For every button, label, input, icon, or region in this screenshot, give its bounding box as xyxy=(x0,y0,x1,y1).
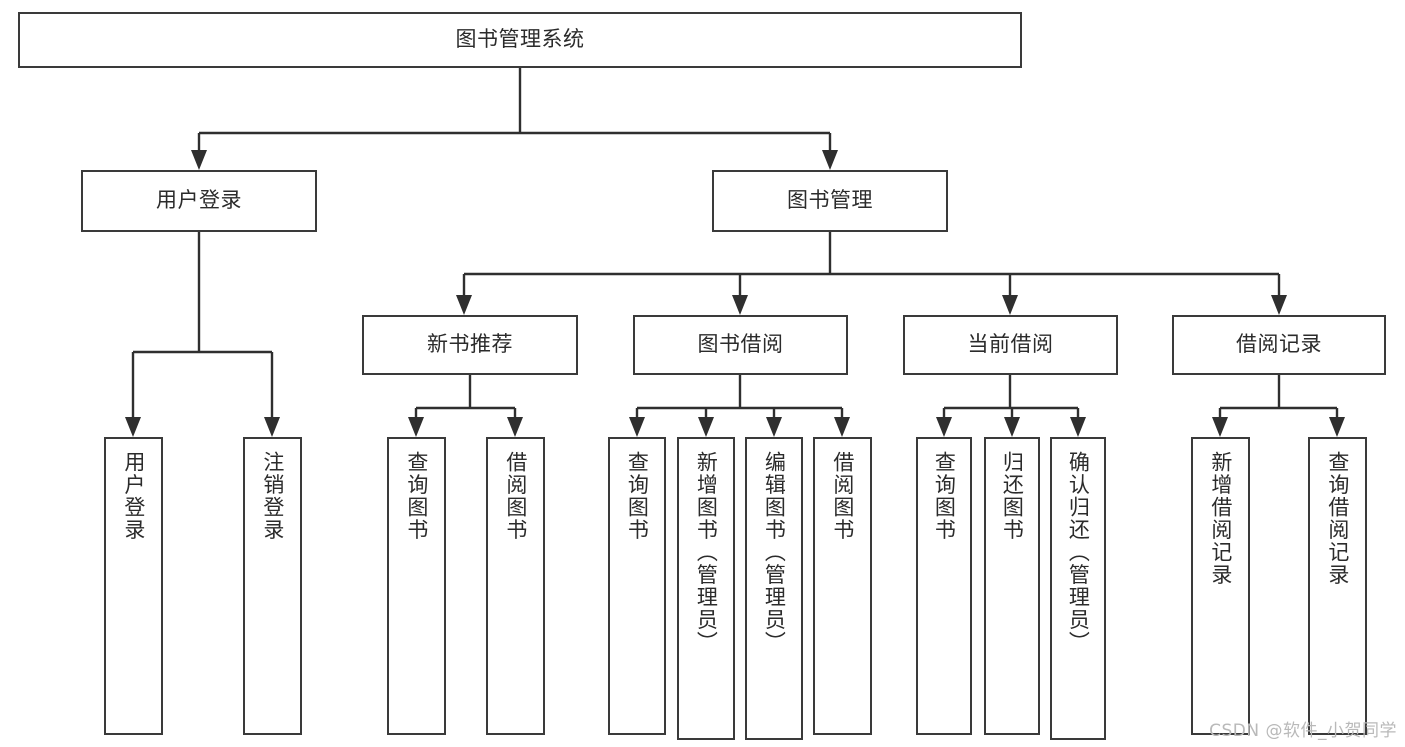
node-book-manage-label: 图书管理 xyxy=(787,188,873,213)
arrow-cb-leaf3 xyxy=(1070,417,1086,437)
arrow-br-leaf1 xyxy=(1212,417,1228,437)
node-leaf-rec-borrow-label: 借阅图书 xyxy=(503,451,528,541)
arrow-rec-leaf1 xyxy=(408,417,424,437)
node-leaf-rec-borrow[interactable]: 借阅图书 xyxy=(486,437,545,735)
node-leaf-user-login-label: 用户登录 xyxy=(121,451,146,541)
node-user-login[interactable]: 用户登录 xyxy=(81,170,317,232)
arrow-bb-leaf4 xyxy=(834,417,850,437)
arrow-bm-to-borrowrecord xyxy=(1271,295,1287,315)
arrow-bb-leaf2 xyxy=(698,417,714,437)
arrow-bb-leaf1 xyxy=(629,417,645,437)
node-current-borrow-label: 当前借阅 xyxy=(967,332,1054,357)
node-leaf-rec-query[interactable]: 查询图书 xyxy=(387,437,446,735)
node-leaf-bb-borrow[interactable]: 借阅图书 xyxy=(813,437,872,735)
node-leaf-bb-edit[interactable]: 编辑图书（管理员） xyxy=(745,437,803,740)
node-leaf-rec-query-label: 查询图书 xyxy=(404,451,429,541)
node-leaf-user-login[interactable]: 用户登录 xyxy=(104,437,163,735)
arrow-cb-leaf1 xyxy=(936,417,952,437)
node-current-borrow[interactable]: 当前借阅 xyxy=(903,315,1118,375)
arrow-root-to-bookmanage xyxy=(822,150,838,170)
node-leaf-bb-query-label: 查询图书 xyxy=(625,451,650,541)
node-leaf-bb-edit-label: 编辑图书（管理员） xyxy=(762,451,787,654)
node-book-manage[interactable]: 图书管理 xyxy=(712,170,948,232)
node-book-borrow[interactable]: 图书借阅 xyxy=(633,315,848,375)
csdn-watermark: CSDN @软件_小贺同学 xyxy=(1209,721,1397,741)
node-leaf-cb-return-label: 归还图书 xyxy=(1000,451,1025,541)
arrow-bm-to-newbookrec xyxy=(456,295,472,315)
arrow-br-leaf2 xyxy=(1329,417,1345,437)
arrow-root-to-userlogin xyxy=(191,150,207,170)
arrow-bm-to-currentborrow xyxy=(1002,295,1018,315)
arrow-bb-leaf3 xyxy=(766,417,782,437)
node-leaf-br-query[interactable]: 查询借阅记录 xyxy=(1308,437,1367,735)
node-leaf-logout[interactable]: 注销登录 xyxy=(243,437,302,735)
node-leaf-bb-borrow-label: 借阅图书 xyxy=(830,451,855,541)
node-borrow-record-label: 借阅记录 xyxy=(1236,332,1322,357)
arrow-bm-to-bookborrow xyxy=(732,295,748,315)
node-root-label: 图书管理系统 xyxy=(455,27,585,52)
node-leaf-cb-return[interactable]: 归还图书 xyxy=(984,437,1040,735)
node-leaf-cb-query[interactable]: 查询图书 xyxy=(916,437,972,735)
node-leaf-cb-query-label: 查询图书 xyxy=(932,451,957,541)
arrow-userlogin-leaf1 xyxy=(125,417,141,437)
node-borrow-record[interactable]: 借阅记录 xyxy=(1172,315,1386,375)
node-leaf-bb-query[interactable]: 查询图书 xyxy=(608,437,666,735)
node-new-book-rec[interactable]: 新书推荐 xyxy=(362,315,578,375)
node-leaf-bb-add[interactable]: 新增图书（管理员） xyxy=(677,437,735,740)
arrow-rec-leaf2 xyxy=(507,417,523,437)
node-leaf-bb-add-label: 新增图书（管理员） xyxy=(694,451,719,654)
node-leaf-logout-label: 注销登录 xyxy=(260,451,285,541)
node-root[interactable]: 图书管理系统 xyxy=(18,12,1022,68)
node-user-login-label: 用户登录 xyxy=(156,188,242,213)
arrow-cb-leaf2 xyxy=(1004,417,1020,437)
node-leaf-br-add[interactable]: 新增借阅记录 xyxy=(1191,437,1250,735)
arrow-userlogin-leaf2 xyxy=(264,417,280,437)
node-leaf-cb-confirm-label: 确认归还（管理员） xyxy=(1066,451,1091,654)
node-book-borrow-label: 图书借阅 xyxy=(697,332,784,357)
node-leaf-br-add-label: 新增借阅记录 xyxy=(1208,451,1233,586)
node-leaf-br-query-label: 查询借阅记录 xyxy=(1325,451,1350,586)
node-leaf-cb-confirm[interactable]: 确认归还（管理员） xyxy=(1050,437,1106,740)
node-new-book-rec-label: 新书推荐 xyxy=(427,332,513,357)
